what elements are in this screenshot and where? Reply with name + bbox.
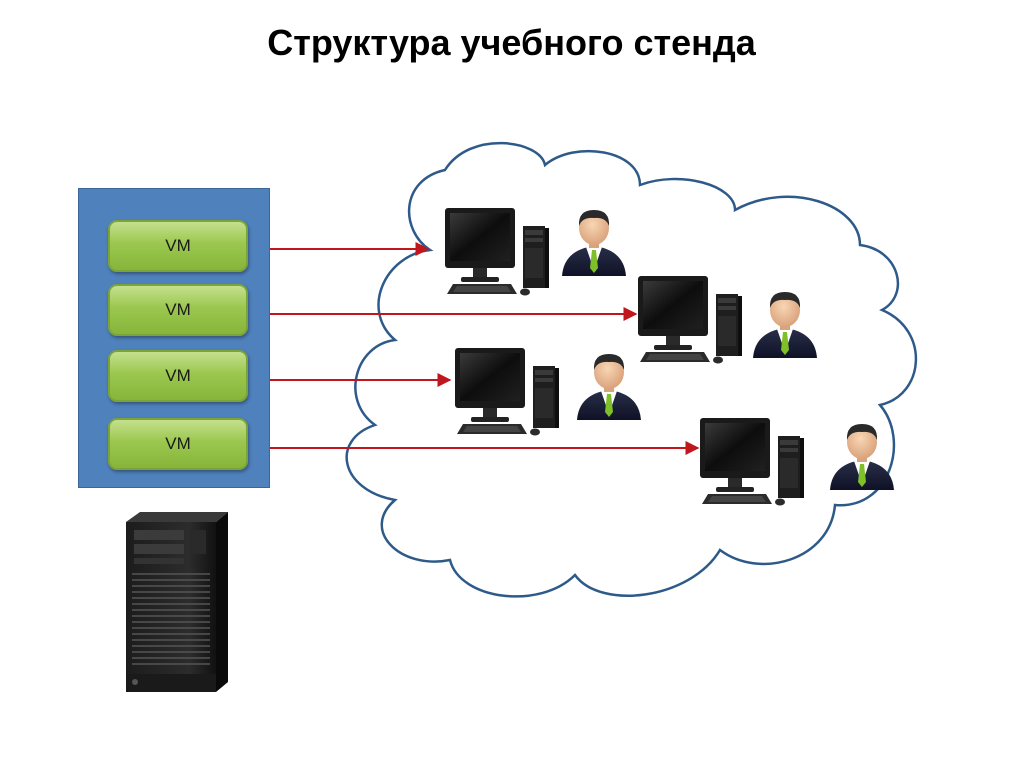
server-tower-icon (126, 512, 228, 692)
client-1 (445, 208, 626, 296)
user-icon (577, 354, 641, 420)
vm-label: VM (165, 236, 191, 255)
vm-label: VM (165, 300, 191, 319)
vm-box-3[interactable]: VM (108, 350, 248, 402)
vm-box-1[interactable]: VM (108, 220, 248, 272)
vm-box-2[interactable]: VM (108, 284, 248, 336)
user-icon (562, 210, 626, 276)
client-3 (455, 348, 641, 436)
desktop-computer-icon (638, 276, 742, 364)
client-4 (700, 418, 894, 506)
user-icon (830, 424, 894, 490)
client-2 (638, 276, 817, 364)
vm-box-4[interactable]: VM (108, 418, 248, 470)
desktop-computer-icon (445, 208, 549, 296)
vm-label: VM (165, 434, 191, 453)
cloud-outline (345, 141, 918, 598)
slide-title: Структура учебного стенда (267, 22, 756, 63)
desktop-computer-icon (700, 418, 804, 506)
vm-label: VM (165, 366, 191, 385)
desktop-computer-icon (455, 348, 559, 436)
user-icon (753, 292, 817, 358)
